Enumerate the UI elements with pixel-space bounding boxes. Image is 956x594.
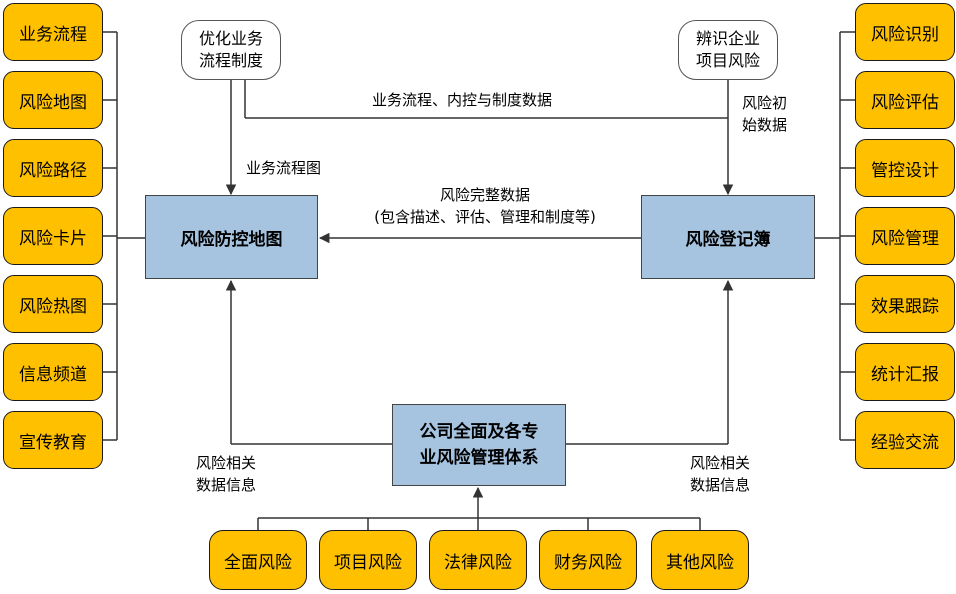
optimize-process-line1: 优化业务: [198, 29, 263, 48]
right-item-risk-assessment: 风险评估: [855, 71, 955, 129]
left-item-risk-path: 风险路径: [3, 139, 103, 197]
risk-register-box: 风险登记簿: [641, 195, 815, 279]
left-item-risk-card: 风险卡片: [3, 207, 103, 265]
bottom-item-financial-risk: 财务风险: [539, 530, 637, 590]
bottom-item-legal-risk: 法律风险: [429, 530, 527, 590]
label-initial-data-line2: 始数据: [742, 116, 788, 134]
right-item-control-design: 管控设计: [855, 139, 955, 197]
risk-system-line2: 业风险管理体系: [419, 448, 539, 468]
label-flow-chart: 业务流程图: [246, 159, 322, 177]
bottom-item-other-risk: 其他风险: [651, 530, 749, 590]
label-related-right-line2: 数据信息: [690, 476, 751, 494]
label-top-flow: 业务流程、内控与制度数据: [372, 91, 553, 109]
left-item-publicity-education: 宣传教育: [3, 411, 103, 469]
bottom-item-project-risk: 项目风险: [319, 530, 417, 590]
risk-system-line1: 公司全面及各专: [419, 422, 539, 442]
risk-management-system-box: 公司全面及各专 业风险管理体系: [392, 404, 566, 486]
risk-control-map-box: 风险防控地图: [145, 195, 318, 279]
optimize-process-line2: 流程制度: [198, 51, 263, 70]
optimize-process-box: 优化业务 流程制度: [181, 20, 281, 80]
right-item-effect-tracking: 效果跟踪: [855, 275, 955, 333]
label-related-data-right: 风险相关 数据信息: [690, 452, 750, 496]
label-complete-data-line2: (包含描述、评估、管理和制度等): [374, 208, 596, 226]
left-item-info-channel: 信息频道: [3, 343, 103, 401]
label-related-data-left: 风险相关 数据信息: [196, 452, 256, 496]
right-item-risk-management: 风险管理: [855, 207, 955, 265]
bottom-item-comprehensive-risk: 全面风险: [209, 530, 307, 590]
label-related-right-line1: 风险相关: [690, 454, 751, 472]
label-complete-data-line1: 风险完整数据: [439, 186, 530, 204]
right-item-risk-identification: 风险识别: [855, 3, 955, 61]
label-related-left-line2: 数据信息: [196, 476, 257, 494]
identify-risk-line2: 项目风险: [695, 51, 760, 70]
label-initial-data: 风险初 始数据: [742, 92, 787, 136]
left-item-risk-map: 风险地图: [3, 71, 103, 129]
left-item-business-process: 业务流程: [3, 3, 103, 61]
right-item-experience-exchange: 经验交流: [855, 411, 955, 469]
left-item-risk-heatmap: 风险热图: [3, 275, 103, 333]
label-complete-data: 风险完整数据 (包含描述、评估、管理和制度等): [342, 184, 628, 228]
right-item-statistics-report: 统计汇报: [855, 343, 955, 401]
identify-project-risk-box: 辨识企业 项目风险: [678, 20, 778, 80]
identify-risk-line1: 辨识企业: [695, 29, 760, 48]
label-initial-data-line1: 风险初: [742, 94, 788, 112]
label-related-left-line1: 风险相关: [196, 454, 257, 472]
